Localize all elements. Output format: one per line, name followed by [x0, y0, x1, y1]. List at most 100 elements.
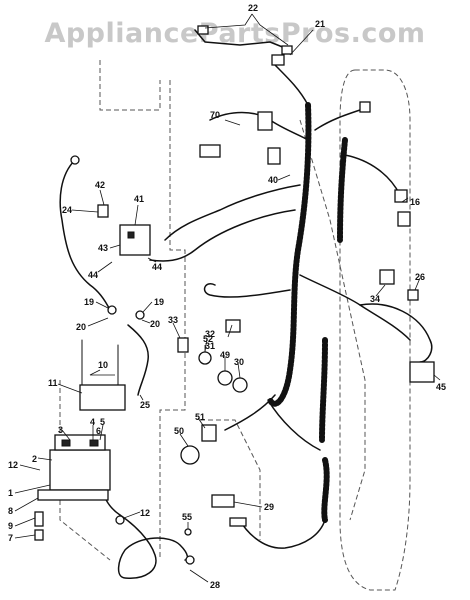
screw-55 — [184, 528, 192, 536]
leader-3 — [61, 429, 71, 441]
leader-20a — [87, 317, 109, 327]
switch-33 — [177, 337, 189, 353]
wire-to-connector-top-right — [314, 109, 361, 131]
leader-10 — [89, 369, 115, 376]
leader-44a — [97, 261, 113, 273]
connector-51 — [201, 424, 217, 442]
battery-1 — [49, 449, 111, 491]
harness-branch-right — [337, 137, 348, 243]
wiring — [59, 29, 433, 579]
leader-25 — [139, 394, 144, 401]
wire-52-loop — [203, 283, 291, 298]
leader-24 — [71, 209, 99, 213]
callout-numbers: 22 21 70 40 16 26 34 45 24 42 41 43 44 4… — [8, 3, 446, 590]
callout-40: 40 — [268, 175, 278, 185]
leader-2 — [37, 457, 53, 461]
leader-7 — [14, 534, 36, 539]
leader-52 — [227, 324, 233, 338]
leader-33 — [172, 322, 181, 339]
leader-19a — [95, 301, 109, 309]
leader-42 — [99, 189, 105, 206]
wire-40-left — [164, 184, 301, 241]
leader-29 — [233, 501, 263, 508]
callout-26: 26 — [415, 272, 425, 282]
key-switch-50 — [180, 445, 200, 465]
leader-21 — [289, 29, 314, 56]
leader-12b — [123, 511, 141, 519]
frame-outline-right — [299, 119, 366, 521]
wire-to-49 — [224, 394, 276, 431]
leader-22b — [251, 13, 289, 46]
leader-12a — [19, 464, 41, 471]
connector-22-right — [281, 45, 293, 55]
leader-41 — [134, 204, 139, 226]
connector-22-left — [197, 25, 209, 35]
connector-16-a — [394, 189, 408, 203]
leader-30 — [237, 362, 241, 379]
leader-lines — [14, 13, 441, 583]
battery-post-positive — [61, 439, 71, 447]
callout-31: 31 — [205, 341, 215, 351]
wire-top-connector — [194, 29, 291, 51]
callout-52: 52 — [203, 334, 213, 344]
callout-33: 33 — [168, 315, 178, 325]
solenoid-43 — [119, 224, 151, 256]
leader-11 — [57, 383, 83, 394]
leader-5 — [99, 424, 104, 441]
wire-24 — [59, 159, 111, 311]
callout-30: 30 — [234, 357, 244, 367]
callout-8: 8 — [8, 506, 13, 516]
connector-52 — [225, 319, 241, 333]
leader-22a — [204, 13, 253, 29]
callout-50: 50 — [174, 426, 184, 436]
callout-55: 55 — [182, 512, 192, 522]
leader-34 — [375, 284, 386, 297]
washer-19-right — [135, 310, 145, 320]
connector-top-right — [359, 101, 371, 113]
leader-9 — [14, 517, 36, 527]
callout-5: 5 — [100, 417, 105, 427]
battery-post-negative — [89, 439, 99, 447]
hold-down-11 — [79, 384, 126, 411]
connector-40 — [267, 147, 281, 165]
solenoid-terminal — [127, 231, 135, 239]
leader-16 — [401, 197, 409, 203]
leader-45 — [433, 374, 441, 381]
callout-44-left: 44 — [88, 270, 98, 280]
connector-70-a — [199, 144, 221, 158]
callout-28: 28 — [210, 580, 220, 590]
switch-34 — [379, 269, 395, 285]
leader-8 — [14, 497, 39, 512]
battery-tray-8 — [37, 489, 109, 501]
switch-29 — [211, 494, 235, 508]
wire-to-solenoid — [149, 209, 296, 262]
wire-lower-branch — [267, 399, 321, 451]
connector-70-b — [257, 111, 273, 131]
wire-to-harness-top — [274, 64, 309, 106]
callout-22: 22 — [248, 3, 258, 13]
leader-28 — [189, 569, 209, 583]
callout-12-left: 12 — [8, 460, 18, 470]
steering-column-outline — [339, 69, 411, 591]
frame-outline-center — [159, 80, 186, 560]
leader-40 — [277, 174, 291, 181]
ring-terminal-24 — [70, 155, 80, 165]
callout-49: 49 — [220, 350, 230, 360]
chassis-outline-upper-left — [99, 60, 161, 111]
ring-terminal-28 — [185, 555, 195, 565]
chassis-outline — [59, 60, 411, 591]
callout-32: 32 — [205, 329, 215, 339]
bolt-7 — [34, 529, 44, 541]
callout-20-right: 20 — [150, 319, 160, 329]
ring-terminal-12 — [115, 515, 125, 525]
callout-10: 10 — [98, 360, 108, 370]
callout-51: 51 — [195, 412, 205, 422]
callout-29: 29 — [264, 502, 274, 512]
leader-70 — [224, 119, 241, 126]
frame-outline-lower — [200, 419, 261, 540]
connector-26 — [407, 289, 419, 301]
leader-50 — [179, 433, 189, 447]
callout-2: 2 — [32, 454, 37, 464]
